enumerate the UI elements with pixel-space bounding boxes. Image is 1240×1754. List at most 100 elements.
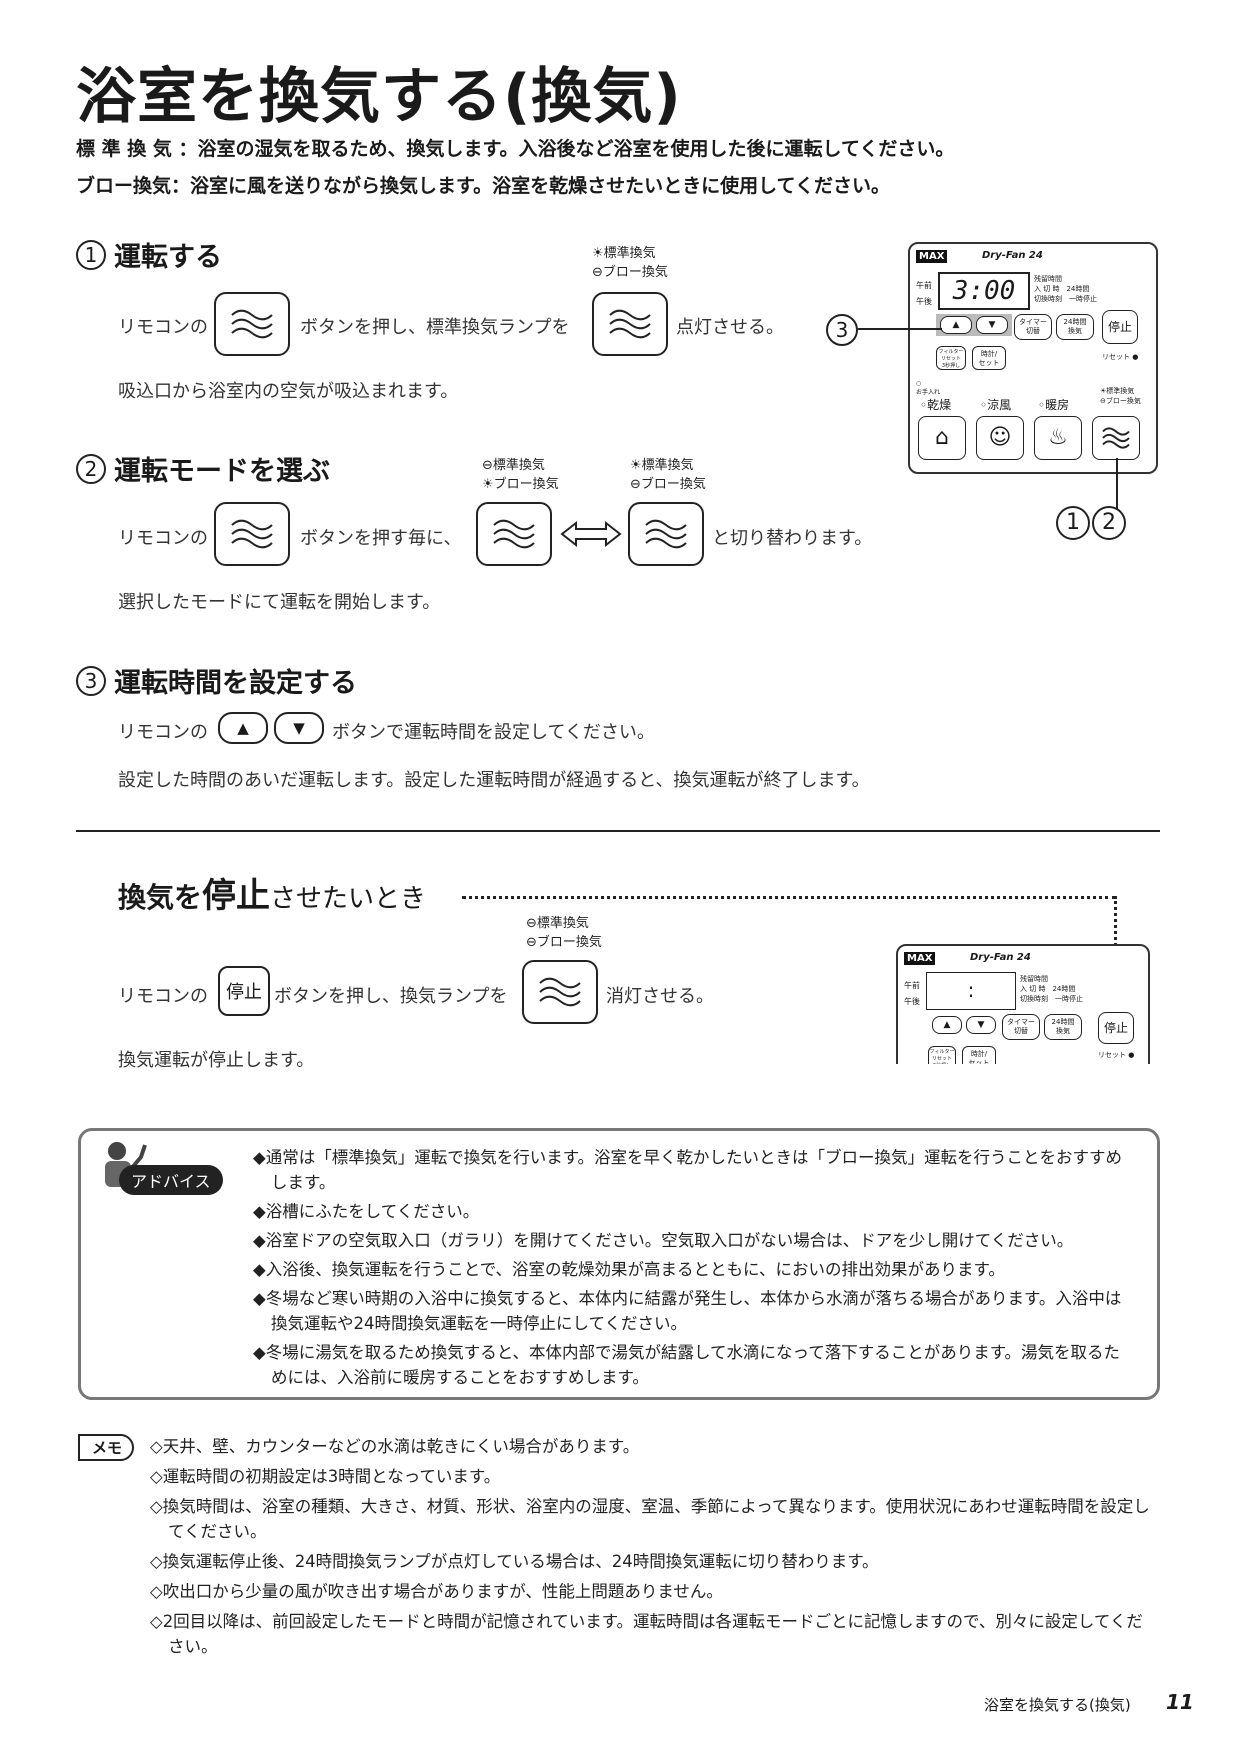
- fan-button[interactable]: [592, 292, 668, 356]
- lamp-indicator: ☀標準換気 ⊖ブロー換気: [592, 246, 668, 280]
- filter-reset-button[interactable]: フィルター リセット 3秒押し: [936, 346, 966, 370]
- lamp-indicator: ☀標準換気 ⊖ブロー換気: [1100, 387, 1141, 405]
- remote-up-button[interactable]: ▲: [932, 1016, 962, 1034]
- ventilation-24h-button[interactable]: 24時間 換気: [1056, 314, 1094, 340]
- heating-icon[interactable]: ♨: [1034, 416, 1082, 460]
- advice-list: ◆通常は「標準換気」運転で換気を行います。浴室を早く乾かしたいときは「ブロー換気…: [253, 1145, 1133, 1394]
- stop-button[interactable]: 停止: [218, 966, 270, 1016]
- memo-tag: メモ: [78, 1434, 135, 1461]
- pm-label: 午後: [904, 997, 920, 1006]
- airflow-wave-icon: [539, 977, 581, 1007]
- fan-button[interactable]: [522, 960, 598, 1024]
- ventilation-24h-button[interactable]: 24時間 換気: [1044, 1014, 1082, 1040]
- remote-down-button[interactable]: ▼: [966, 1016, 996, 1034]
- page-title: 浴室を換気する(換気): [76, 62, 682, 132]
- indicator-labels: 残留時間 入 切 時 24時間 切換時刻 一時停止: [1034, 275, 1097, 303]
- care-label: ○お手入れ: [916, 380, 941, 396]
- step3-note: 設定した時間のあいだ運転します。設定した運転時間が経過すると、換気運転が終了しま…: [118, 770, 870, 791]
- step1-note: 吸込口から浴室内の空気が吸込まれます。: [118, 381, 459, 402]
- airflow-wave-icon: [645, 519, 687, 549]
- lamp-indicator: ☀標準換気 ⊖ブロー換気: [630, 458, 706, 492]
- advice-badge: アドバイス: [119, 1165, 223, 1195]
- list-item: ◇換気運転停止後、24時間換気ランプが点灯している場合は、24時間換気運転に切り…: [150, 1552, 879, 1571]
- stop-text-post: 消灯させる。: [606, 986, 714, 1007]
- lamp-off-icon: ⊖: [526, 916, 537, 931]
- remote-illustration: MAX Dry-Fan 24 午前 午後 3:00 残留時間 入 切 時 24時…: [908, 242, 1158, 474]
- time-display-blank: :: [926, 972, 1016, 1010]
- timer-switch-button[interactable]: タイマー 切替: [1014, 314, 1052, 340]
- step-title: 運転する: [114, 242, 222, 273]
- list-item: ◇2回目以降は、前回設定したモードと時間が記憶されています。運転時間は各運転モー…: [150, 1612, 1143, 1656]
- step1-text-mid: ボタンを押し、標準換気ランプを: [300, 317, 570, 338]
- cool-breeze-icon[interactable]: ☺: [976, 416, 1024, 460]
- remote-partial-illustration: MAX Dry-Fan 24 午前 午後 : 残留時間 入 切 時 24時間 切…: [896, 944, 1150, 1064]
- stop-text-mid: ボタンを押し、換気ランプを: [274, 986, 508, 1007]
- list-item: ◆浴室ドアの空気取入口（ガラリ）を開けてください。空気取入口がない場合は、ドアを…: [253, 1231, 1074, 1250]
- lamp-indicator: ⊖標準換気 ⊖ブロー換気: [526, 916, 602, 950]
- stop-text-pre: リモコンの: [118, 986, 208, 1007]
- stop-note: 換気運転が停止します。: [118, 1050, 315, 1071]
- callout-3: 3: [826, 314, 858, 346]
- fan-button[interactable]: [476, 502, 552, 566]
- lamp-on-icon: ☀: [482, 477, 494, 492]
- intro-standard: 標 準 換 気 ：浴室の湿気を取るため、換気します。入浴後など浴室を使用した後に…: [76, 138, 955, 160]
- mode-heat-label: ◦暖房: [1038, 398, 1070, 412]
- step3-heading: 3 運転時間を設定する: [76, 661, 357, 700]
- mode-dry-label: ◦乾燥: [920, 398, 952, 412]
- clock-set-button[interactable]: 時計/ セット: [962, 1046, 996, 1064]
- list-item: ◆浴槽にふたをしてください。: [253, 1202, 480, 1221]
- stop-heading: 換気を停止させたいとき: [118, 876, 427, 916]
- page-number: 11: [1166, 1690, 1194, 1714]
- pm-label: 午後: [916, 297, 932, 306]
- callout-line: [858, 328, 942, 330]
- reset-label: リセット ●: [1098, 1051, 1135, 1059]
- lamp-on-icon: ☀: [592, 246, 604, 261]
- down-button[interactable]: ▼: [274, 712, 324, 744]
- remote-up-button[interactable]: ▲: [940, 316, 972, 334]
- memo-list: ◇天井、壁、カウンターなどの水滴は乾きにくい場合があります。 ◇運転時間の初期設…: [150, 1434, 1150, 1664]
- list-item: ◇天井、壁、カウンターなどの水滴は乾きにくい場合があります。: [150, 1437, 640, 1456]
- step-title: 運転時間を設定する: [114, 668, 357, 699]
- remote-stop-button[interactable]: 停止: [1098, 1012, 1134, 1044]
- lamp-on-icon: ☀: [630, 458, 642, 473]
- advice-box: アドバイス ◆通常は「標準換気」運転で換気を行います。浴室を早く乾かしたいときは…: [78, 1128, 1160, 1400]
- lamp-off-icon: ⊖: [526, 935, 537, 950]
- intro-blow: ブロー換気：浴室に風を送りながら換気します。浴室を乾燥させたいときに使用してくだ…: [76, 175, 890, 197]
- remote-down-button[interactable]: ▼: [976, 316, 1008, 334]
- callout-line: [1116, 458, 1118, 510]
- fan-button[interactable]: [628, 502, 704, 566]
- lamp-off-icon: ⊖: [630, 477, 641, 492]
- step2-heading: 2 運転モードを選ぶ: [76, 449, 330, 488]
- indicator-labels: 残留時間 入 切 時 24時間 切換時刻 一時停止: [1020, 975, 1083, 1003]
- step3-text-post: ボタンで運転時間を設定してください。: [332, 722, 655, 743]
- dotted-leader: [462, 896, 1116, 899]
- ventilation-fan-icon[interactable]: [1092, 416, 1140, 460]
- step2-text-pre: リモコンの: [118, 528, 208, 549]
- airflow-wave-icon: [609, 309, 651, 339]
- double-arrow-icon: [560, 520, 622, 548]
- lamp-off-icon: ⊖: [482, 458, 493, 473]
- step-number: 1: [76, 239, 106, 270]
- callout-1: 1: [1056, 506, 1090, 540]
- list-item: ◇吹出口から少量の風が吹き出す場合がありますが、性能上問題ありません。: [150, 1582, 723, 1601]
- clock-set-button[interactable]: 時計/ セット: [972, 346, 1006, 370]
- time-display: 3:00: [938, 272, 1030, 310]
- filter-reset-button[interactable]: フィルター リセット 3秒押し: [928, 1046, 956, 1064]
- dry-mode-icon[interactable]: ⌂: [918, 416, 966, 460]
- airflow-wave-icon: [231, 309, 273, 339]
- section-divider: [76, 830, 1160, 832]
- reset-label: リセット ●: [1102, 353, 1139, 361]
- am-label: 午前: [916, 281, 932, 290]
- list-item: ◇運転時間の初期設定は3時間となっています。: [150, 1467, 501, 1486]
- fan-button[interactable]: [214, 502, 290, 566]
- list-item: ◇換気時間は、浴室の種類、大きさ、材質、形状、浴室内の湿度、室温、季節によって異…: [150, 1497, 1150, 1541]
- remote-stop-button[interactable]: 停止: [1102, 310, 1138, 344]
- step1-text-pre: リモコンの: [118, 317, 208, 338]
- airflow-wave-icon: [1102, 427, 1130, 449]
- timer-switch-button[interactable]: タイマー 切替: [1002, 1014, 1040, 1040]
- up-button[interactable]: ▲: [218, 712, 268, 744]
- fan-button[interactable]: [214, 292, 290, 356]
- list-item: ◆入浴後、換気運転を行うことで、浴室の乾燥効果が高まるとともに、においの排出効果…: [253, 1260, 1005, 1279]
- brand-logo: MAX: [916, 250, 948, 263]
- mode-cool-label: ◦涼風: [980, 398, 1012, 412]
